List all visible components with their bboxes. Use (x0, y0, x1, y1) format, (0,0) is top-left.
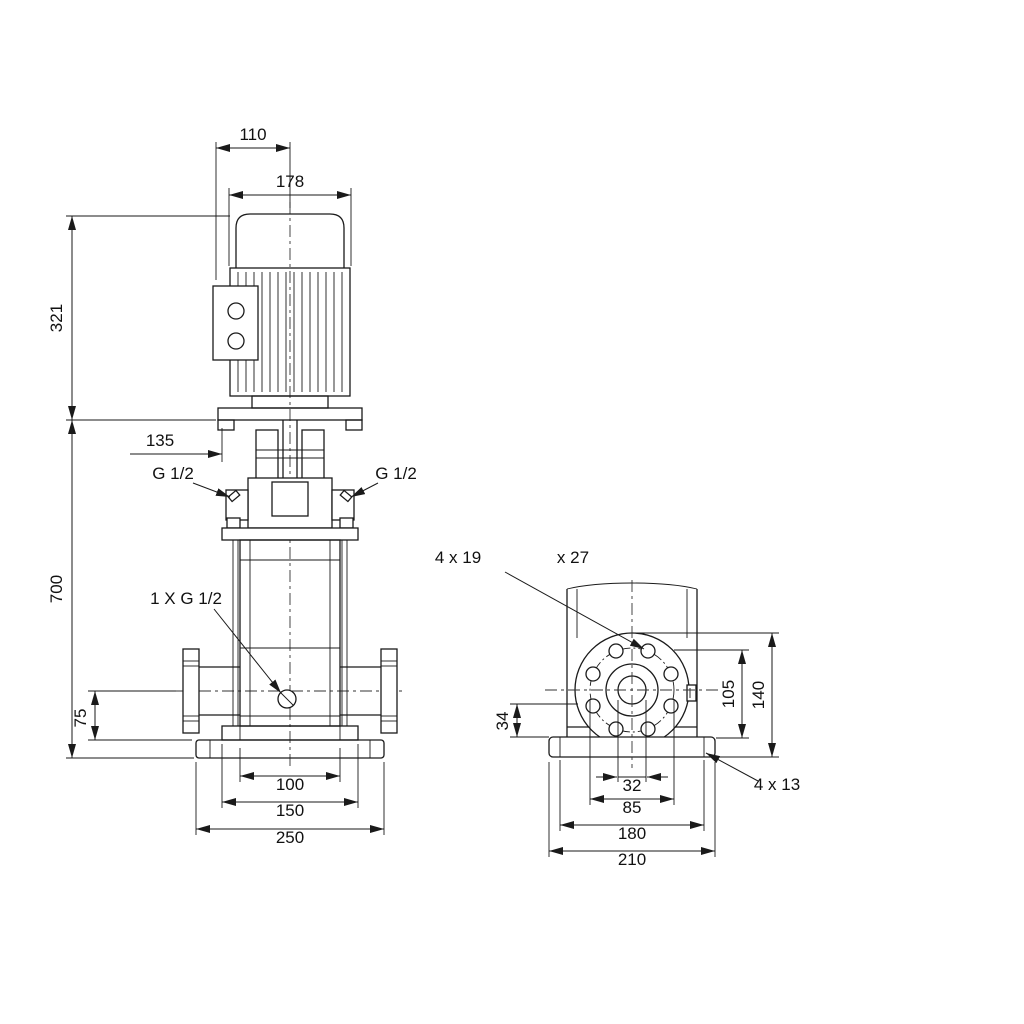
motor-flange (217, 407, 363, 421)
pump-head (221, 477, 359, 541)
dim-base-width-front: 250 (195, 762, 385, 847)
dim-base-to-port-label: 34 (493, 712, 512, 731)
bolt-circle (589, 647, 675, 733)
drain-plug-label: 1 X G 1/2 (150, 589, 222, 608)
dim-motor-width-label: 178 (276, 172, 304, 191)
dim-base-hole-spacing: 180 (559, 760, 705, 843)
dim-bolt-circle-label: 85 (623, 798, 642, 817)
dim-port-height-label: 75 (71, 709, 90, 728)
dim-port-height: 75 (71, 690, 192, 741)
terminal-box-screw-bottom (227, 332, 245, 350)
dim-pump-height-label: 700 (47, 575, 66, 603)
side-view: 4 x 19 x 27 34 105 140 (435, 548, 800, 869)
dim-foot-width-label: 150 (276, 801, 304, 820)
dim-motor-height-label: 321 (47, 304, 66, 332)
terminal-box (212, 285, 259, 361)
dim-port-center-height: 105 (674, 649, 749, 739)
dim-bore-label: 32 (623, 776, 642, 795)
dim-motor-depth: 110 (215, 125, 291, 280)
dim-base-width-side: 210 (548, 762, 716, 869)
side-flange-right (340, 648, 398, 734)
dim-foot-hole-spacing: 100 (239, 748, 341, 794)
flange-hole-callout-label: 4 x 19 (435, 548, 481, 567)
head-flange (221, 527, 359, 541)
dim-flange-offset: 135 (130, 428, 223, 462)
port-left-label: G 1/2 (152, 464, 194, 483)
base-hole-callout: 4 x 13 (705, 752, 800, 794)
dim-foot-width: 150 (221, 744, 359, 820)
dim-bore: 32 (596, 700, 668, 795)
terminal-box-screw-top (227, 302, 245, 320)
vent-plug (686, 684, 697, 702)
dim-foot-hole-spacing-label: 100 (276, 775, 304, 794)
front-view: 110 178 321 700 135 (47, 125, 417, 847)
dim-port-center-height-label: 105 (719, 680, 738, 708)
coupling (255, 420, 325, 489)
motor (212, 213, 363, 431)
dim-flange-offset-label: 135 (146, 431, 174, 450)
flange-counterbore-callout-label: x 27 (557, 548, 589, 567)
plug-right (339, 489, 353, 503)
dim-motor-width: 178 (228, 172, 352, 266)
flange-bolt-holes (585, 643, 679, 737)
dim-base-width-front-label: 250 (276, 828, 304, 847)
pump-base-front (195, 725, 385, 759)
dim-base-hole-spacing-label: 180 (618, 824, 646, 843)
drain-callout: 1 X G 1/2 (150, 589, 282, 694)
dim-motor-height: 321 (47, 215, 230, 421)
base-hole-callout-label: 4 x 13 (754, 775, 800, 794)
dim-flange-top-height: 140 (634, 632, 779, 758)
drain-plug (277, 689, 297, 709)
plug-left (227, 489, 241, 503)
port-right-label: G 1/2 (375, 464, 417, 483)
flange-hole-callout: 4 x 19 x 27 (435, 548, 645, 650)
side-centerlines (545, 580, 718, 768)
port-label-right: G 1/2 (350, 464, 417, 498)
dim-base-to-port: 34 (493, 703, 578, 738)
dim-bolt-circle: 85 (589, 700, 675, 817)
port-label-left: G 1/2 (152, 464, 231, 498)
dim-motor-depth-label: 110 (239, 125, 266, 144)
dim-flange-top-height-label: 140 (749, 681, 768, 709)
side-flange-left (182, 648, 240, 734)
dim-pump-height: 700 (47, 420, 194, 759)
dim-base-width-side-label: 210 (618, 850, 646, 869)
